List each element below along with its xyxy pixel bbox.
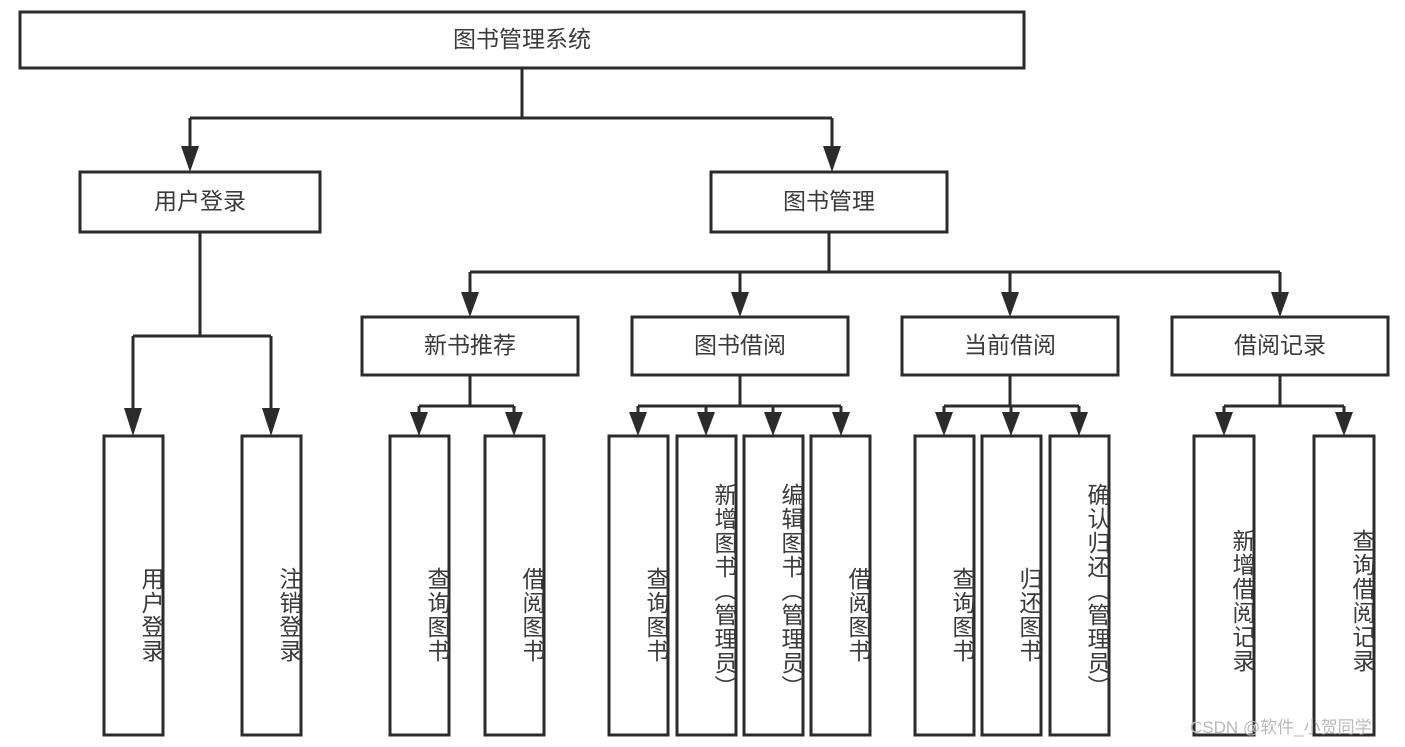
arrowhead-book-borrow	[731, 292, 749, 317]
node-root-system[interactable]: 图书管理系统	[18, 10, 1026, 70]
arrowhead-borrow-record	[1271, 292, 1289, 317]
arrowhead-br-leaf2	[1335, 412, 1353, 436]
arrowhead-nb-leaf2	[505, 412, 523, 436]
arrowhead-user-login	[181, 146, 199, 172]
arrowhead-br-leaf1	[1215, 412, 1233, 436]
leaf-boxes-current-borrow	[913, 434, 1111, 737]
leaf-boxes-borrow-record	[1192, 434, 1376, 737]
leaf-box-user-login[interactable]	[102, 434, 165, 737]
csdn-watermark: CSDN @软件_小贺同学	[1190, 718, 1372, 737]
leaf-box-br-add-record[interactable]	[1192, 434, 1256, 737]
connectors-level1-to-level2	[181, 68, 841, 172]
arrowhead-new-book-recommend	[461, 292, 479, 317]
leaf-box-logout[interactable]	[240, 434, 303, 737]
connectors-book-manage-to-level3	[461, 232, 1289, 317]
arrowhead-cb-leaf3	[1070, 412, 1088, 436]
connectors-book-borrow-to-leaves	[629, 375, 850, 436]
leaf-box-cb-confirm-return[interactable]	[1048, 434, 1111, 737]
arrowhead-cb-leaf2	[1002, 412, 1020, 436]
connectors-new-book-to-leaves	[410, 375, 523, 436]
node-borrow-record-label: 借阅记录	[1234, 332, 1326, 358]
node-new-book-recommend[interactable]: 新书推荐	[360, 315, 580, 377]
leaf-box-nb-borrow-book[interactable]	[483, 434, 546, 737]
arrowhead-book-manage	[823, 146, 841, 172]
leaf-box-br-query-record[interactable]	[1312, 434, 1376, 737]
node-root-box[interactable]	[18, 10, 1026, 70]
leaf-box-cb-query-book[interactable]	[913, 434, 976, 737]
node-current-borrow-label: 当前借阅	[964, 332, 1056, 358]
node-new-book-recommend-box[interactable]	[360, 315, 580, 377]
node-current-borrow[interactable]: 当前借阅	[900, 315, 1120, 377]
connectors-borrow-record-to-leaves	[1215, 375, 1353, 436]
node-book-borrow-label: 图书借阅	[694, 332, 786, 358]
node-book-borrow[interactable]: 图书借阅	[630, 315, 850, 377]
node-user-login[interactable]: 用户登录	[78, 170, 322, 234]
leaf-box-nb-query-book[interactable]	[388, 434, 451, 737]
arrowhead-bb-leaf1	[629, 412, 647, 436]
connectors-current-borrow-to-leaves	[935, 375, 1088, 436]
leaf-box-cb-return-book[interactable]	[980, 434, 1043, 737]
leaf-box-bb-edit-book[interactable]	[742, 434, 805, 737]
node-root-label: 图书管理系统	[453, 26, 591, 52]
arrowhead-bb-leaf3	[764, 412, 782, 436]
node-borrow-record[interactable]: 借阅记录	[1170, 315, 1390, 377]
node-book-manage-box[interactable]	[709, 170, 949, 234]
leaf-boxes-user-login	[102, 434, 303, 737]
node-current-borrow-box[interactable]	[900, 315, 1120, 377]
node-book-manage-label: 图书管理	[783, 188, 875, 214]
connectors-user-login-to-leaves	[124, 232, 280, 436]
arrowhead-bb-leaf4	[832, 412, 850, 436]
leaf-boxes-book-borrow	[607, 434, 872, 737]
arrowhead-current-borrow	[1001, 292, 1019, 317]
arrowhead-cb-leaf1	[935, 412, 953, 436]
node-user-login-label: 用户登录	[154, 188, 246, 214]
node-book-manage[interactable]: 图书管理	[709, 170, 949, 234]
leaf-boxes-new-book-recommend	[388, 434, 546, 737]
leaf-box-bb-borrow-book[interactable]	[809, 434, 872, 737]
leaf-box-bb-query-book[interactable]	[607, 434, 670, 737]
arrowhead-leaf-logout	[262, 408, 280, 436]
arrowhead-leaf-user-login	[124, 408, 142, 436]
node-new-book-recommend-label: 新书推荐	[424, 332, 516, 358]
leaf-box-bb-add-book[interactable]	[675, 434, 738, 737]
node-borrow-record-box[interactable]	[1170, 315, 1390, 377]
arrowhead-nb-leaf1	[410, 412, 428, 436]
node-user-login-box[interactable]	[78, 170, 322, 234]
node-book-borrow-box[interactable]	[630, 315, 850, 377]
arrowhead-bb-leaf2	[697, 412, 715, 436]
